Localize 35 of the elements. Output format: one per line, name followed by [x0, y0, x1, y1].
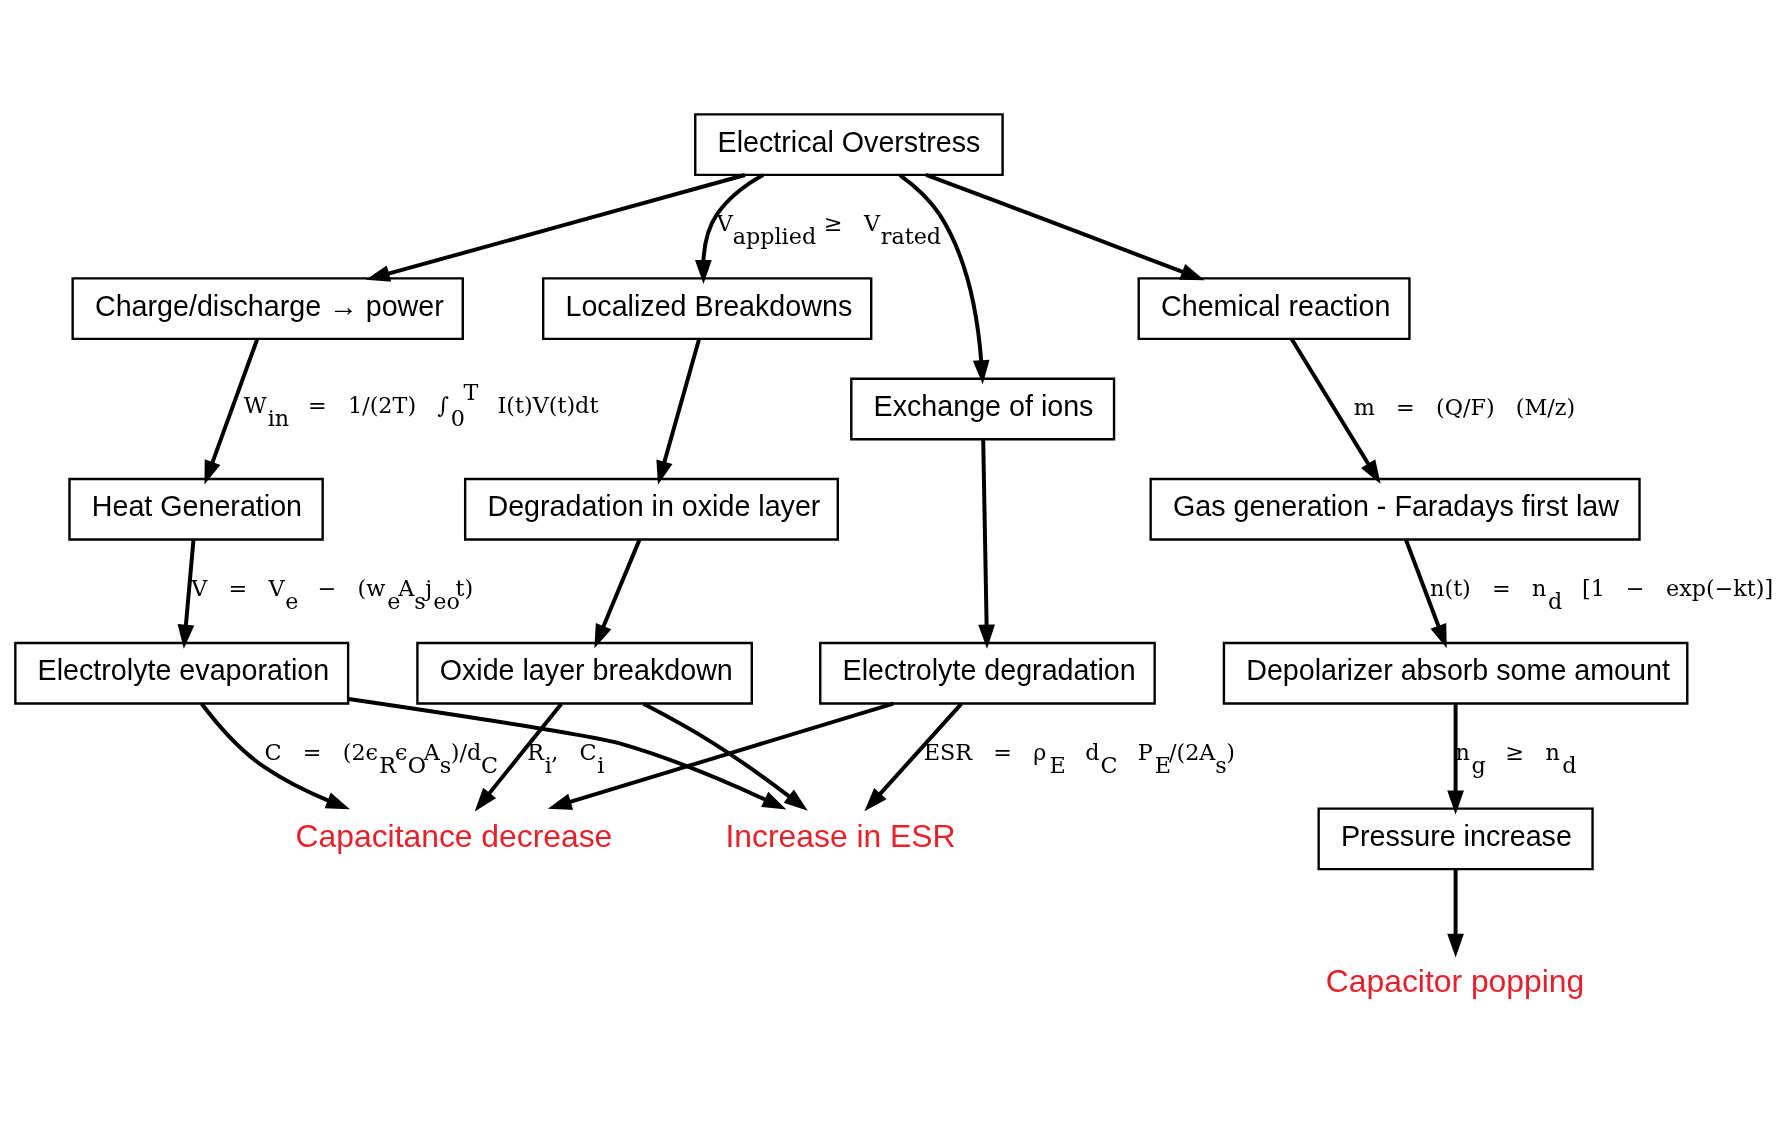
arrow	[925, 173, 1205, 281]
arrow	[365, 173, 746, 282]
node-box: Oxide layer breakdown	[416, 641, 753, 705]
node-box: Depolarizer absorb some amount	[1222, 641, 1689, 705]
node-box: Exchange of ions	[850, 377, 1116, 441]
node-box: Heat Generation	[68, 477, 324, 541]
arrow	[1289, 337, 1381, 485]
node-box: Charge/discharge → power	[71, 277, 464, 341]
node-box: Chemical reaction	[1137, 277, 1411, 341]
arrow	[695, 173, 765, 284]
node-box: Electrolyte degradation	[819, 641, 1156, 705]
arrow	[1447, 869, 1464, 958]
arrow	[594, 538, 642, 649]
edge-label: m = (Q/F) (M/z)	[1353, 393, 1576, 420]
node-text: Increase in ESR	[725, 817, 956, 854]
node-box: Gas generation - Faradays first law	[1149, 477, 1641, 541]
node-text: Capacitance decrease	[295, 817, 613, 854]
arrow	[642, 702, 808, 811]
arrow	[1404, 538, 1447, 649]
node-box: Pressure increase	[1317, 807, 1594, 871]
node-text: Capacitor popping	[1325, 962, 1585, 999]
arrow	[348, 697, 787, 810]
arrow	[200, 702, 350, 810]
arrow	[656, 338, 701, 485]
arrow	[474, 702, 563, 812]
arrow	[978, 439, 995, 649]
node-box: Localized Breakdowns	[542, 277, 873, 341]
arrow	[204, 338, 260, 485]
node-box: Electrolyte evaporation	[14, 641, 350, 705]
node-box: Degradation in oxide layer	[463, 477, 839, 541]
arrow	[177, 539, 196, 649]
node-box: Electrical Overstress	[694, 113, 1004, 177]
arrow	[898, 173, 990, 385]
arrow	[864, 702, 963, 812]
arrow	[547, 701, 894, 810]
